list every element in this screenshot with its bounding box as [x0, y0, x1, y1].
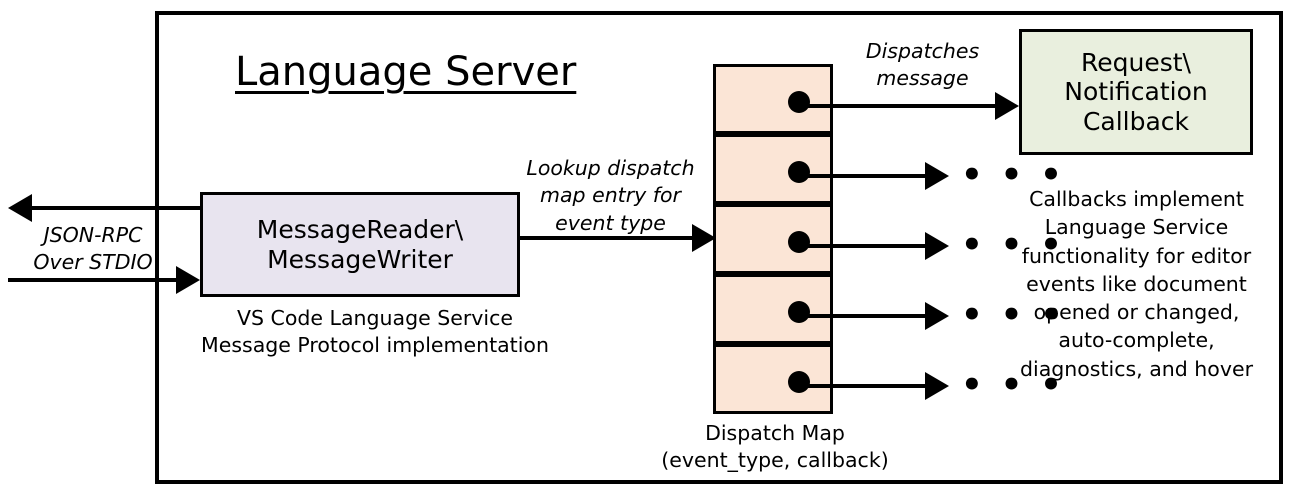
message-reader-writer-box[interactable]: MessageReader\ MessageWriter	[200, 192, 520, 297]
dispatch-map-row[interactable]	[713, 204, 833, 274]
incoming-arrowhead-icon	[176, 266, 200, 294]
edge-label-lookup: Lookup dispatch map entry for event type	[526, 156, 695, 235]
dispatch-entry-dot-icon	[788, 91, 810, 113]
edge-label-json-rpc: JSON-RPC Over STDIO	[33, 223, 153, 275]
callbacks-caption: Callbacks implement Language Service fun…	[1019, 187, 1253, 381]
dispatch-arrowhead-5-icon	[925, 372, 949, 400]
request-notification-callback-box[interactable]: Request\ Notification Callback	[1019, 29, 1253, 155]
outgoing-arrowhead-icon	[8, 194, 32, 222]
page-title: Language Server	[235, 49, 577, 95]
lookup-arrowhead-icon	[692, 224, 716, 252]
dispatch-map-row[interactable]	[713, 274, 833, 344]
dispatch-entry-dot-icon	[788, 301, 810, 323]
message-reader-writer-label: MessageReader\ MessageWriter	[256, 215, 464, 274]
request-notification-callback-label: Request\ Notification Callback	[1064, 47, 1208, 136]
dispatch-ellipsis-5: • • •	[961, 365, 1065, 405]
dispatch-arrowhead-2-icon	[925, 162, 949, 190]
outgoing-line	[32, 206, 202, 210]
dispatch-arrowhead-1-icon	[995, 92, 1019, 120]
dispatch-ellipsis-2: • • •	[961, 155, 1065, 195]
dispatch-entry-dot-icon	[788, 231, 810, 253]
dispatch-ellipsis-3: • • •	[961, 225, 1065, 265]
dispatch-entry-dot-icon	[788, 161, 810, 183]
dispatch-map-row[interactable]	[713, 344, 833, 414]
dispatch-map-row[interactable]	[713, 134, 833, 204]
dispatch-arrowhead-4-icon	[925, 302, 949, 330]
edge-label-dispatches: Dispatches message	[865, 39, 980, 91]
dispatch-map-row[interactable]	[713, 64, 833, 134]
dispatch-line-2	[793, 174, 929, 178]
dispatch-entry-dot-icon	[788, 371, 810, 393]
dispatch-map[interactable]	[713, 64, 833, 414]
dispatch-ellipsis-4: • • •	[961, 295, 1065, 335]
dispatch-arrowhead-3-icon	[925, 232, 949, 260]
dispatch-line-1	[793, 104, 1001, 108]
dispatch-line-4	[793, 314, 929, 318]
message-reader-writer-caption: VS Code Language Service Message Protoco…	[201, 306, 549, 358]
lookup-line	[520, 236, 698, 240]
incoming-line	[8, 278, 184, 282]
dispatch-line-3	[793, 244, 929, 248]
dispatch-line-5	[793, 384, 929, 388]
dispatch-map-caption: Dispatch Map (event_type, callback)	[661, 421, 889, 473]
language-server-frame	[155, 11, 1283, 484]
